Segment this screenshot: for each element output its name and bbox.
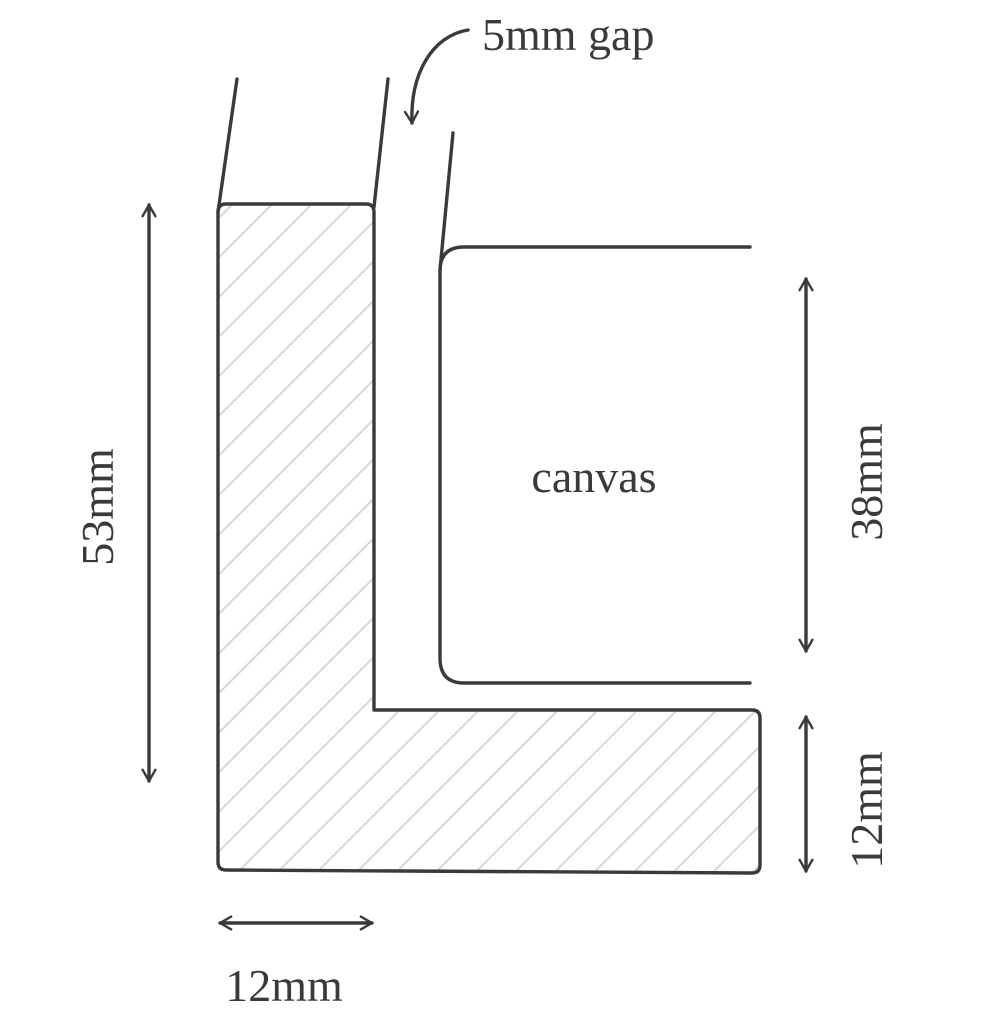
canvas-label: canvas [531, 451, 656, 502]
frame-height-label: 53mm [72, 448, 123, 566]
canvas-depth-label: 38mm [841, 423, 892, 541]
gap-label: 5mm gap [482, 9, 654, 60]
gap-callout-arrow [403, 28, 470, 125]
canvas-outline [438, 245, 752, 685]
frame-outer-break-line [216, 77, 239, 214]
lip-height-label: 12mm [841, 751, 892, 869]
frame-width-label: 12mm [225, 960, 343, 1011]
frame-inner-break-line [372, 77, 390, 209]
frame-profile [216, 202, 762, 875]
canvas-break-line [438, 131, 455, 272]
